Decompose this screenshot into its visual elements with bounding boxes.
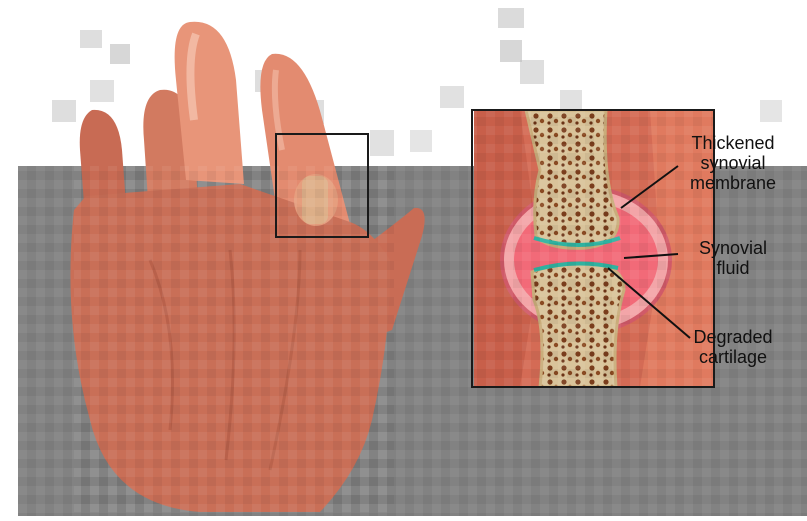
label-thickened-synovial-membrane: Thickened synovial membrane — [673, 133, 793, 193]
label-degraded-cartilage: Degraded cartilage — [673, 327, 793, 367]
label-synovial-fluid: Synovial fluid — [673, 238, 793, 278]
label-line: fluid — [673, 258, 793, 278]
label-line: Degraded — [673, 327, 793, 347]
label-line: Thickened — [673, 133, 793, 153]
hand — [70, 22, 424, 512]
label-line: Synovial — [673, 238, 793, 258]
label-line: cartilage — [673, 347, 793, 367]
label-line: membrane — [673, 173, 793, 193]
label-line: synovial — [673, 153, 793, 173]
